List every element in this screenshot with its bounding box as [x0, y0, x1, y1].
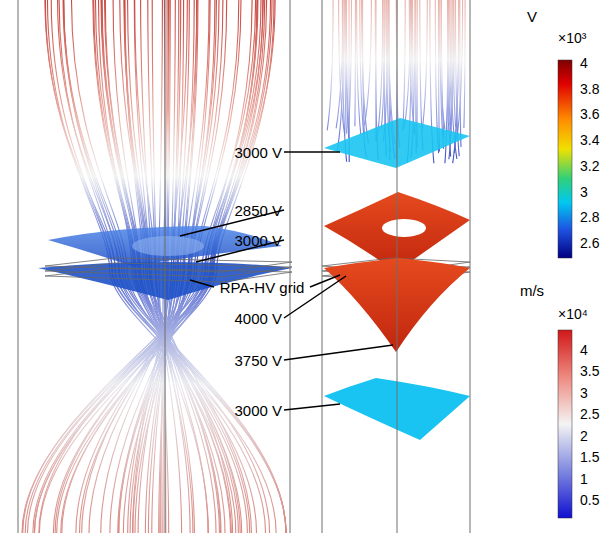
colorbar-speed: [558, 330, 572, 518]
tick-label: 4: [580, 56, 588, 70]
potential-label: 3000 V: [234, 233, 282, 248]
tick-label: 3.4: [580, 133, 599, 147]
trajectory-line: [337, 0, 344, 150]
tick-label: 3.6: [580, 107, 599, 121]
trajectory-line: [363, 0, 365, 134]
tick-label: 3: [580, 386, 588, 400]
tick-label: 2.5: [580, 407, 599, 421]
trajectory-line: [439, 0, 445, 129]
surface-opening: [132, 236, 204, 256]
tick-label: 3: [580, 185, 588, 199]
grid-label: RPA-HV grid: [220, 280, 305, 295]
tick-label: 4: [580, 343, 588, 357]
trajectory-line: [365, 0, 372, 125]
trajectory-line: [422, 0, 427, 131]
tick-label: 3.5: [580, 364, 599, 378]
colorbar-unit: V: [527, 9, 537, 24]
colorbar-exponent: ×10⁴: [558, 307, 588, 321]
colorbar-unit: m/s: [520, 283, 544, 298]
trajectory-line: [357, 0, 361, 135]
trajectory-line: [354, 0, 356, 126]
trajectory-line: [460, 0, 461, 147]
potential-label: 3750 V: [234, 353, 282, 368]
tick-label: 3.8: [580, 82, 599, 96]
trajectory-line: [327, 0, 333, 130]
trajectory-line: [348, 0, 351, 128]
tick-label: 1: [580, 472, 588, 486]
tick-label: 1.5: [580, 450, 599, 464]
tick-label: 0.5: [580, 493, 599, 507]
tick-label: 2: [580, 429, 588, 443]
tick-label: 2.6: [580, 236, 599, 250]
leader-line: [180, 152, 393, 410]
tick-label: 3.2: [580, 159, 599, 173]
potential-label: 3000 V: [234, 403, 282, 418]
potential-label: 4000 V: [234, 311, 282, 326]
potential-label: 2850 V: [234, 203, 282, 218]
surface-opening: [382, 219, 426, 237]
colorbar-exponent: ×10³: [558, 31, 586, 45]
trajectory-line: [346, 0, 349, 138]
trajectory-line: [464, 0, 465, 128]
tick-label: 2.8: [580, 210, 599, 224]
rpa-grid: [45, 258, 292, 282]
potential-label: 3000 V: [234, 145, 282, 160]
trajectory-line: [339, 0, 345, 136]
trajectory-line: [403, 0, 406, 131]
colorbar-voltage: [558, 60, 572, 258]
domain-boundary: [18, 0, 470, 533]
